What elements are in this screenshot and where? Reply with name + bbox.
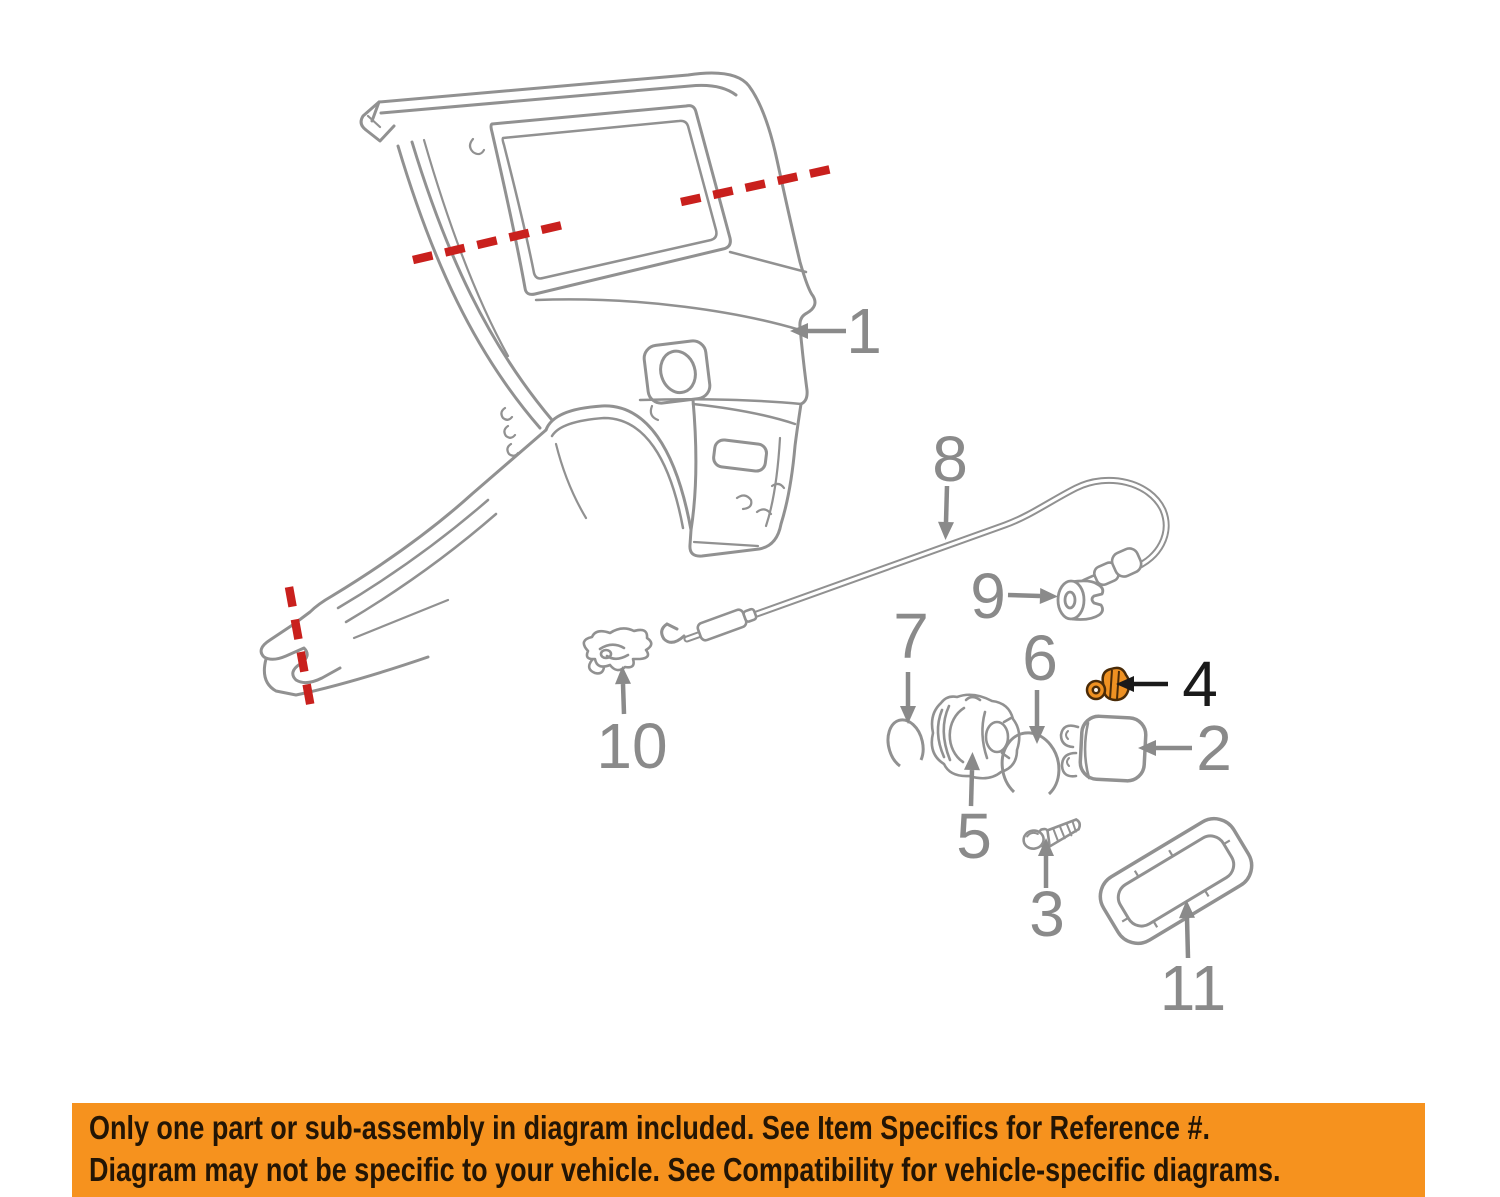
fuel-door-drain <box>649 404 660 422</box>
callout-arrowhead <box>1039 588 1058 604</box>
callout-arrow-shaft <box>1007 592 1041 599</box>
callout-label: 1 <box>846 295 882 367</box>
callout-4: 4 <box>1116 648 1218 720</box>
disclaimer-line-2: Diagram may not be specific to your vehi… <box>89 1151 1281 1189</box>
tail-clip-3 <box>770 482 786 490</box>
sill-line-2 <box>344 512 498 624</box>
cut-line <box>680 163 837 207</box>
pillar-hook-3 <box>506 442 520 457</box>
callout-arrow-shaft <box>620 683 627 715</box>
disclaimer-banner: Only one part or sub-assembly in diagram… <box>72 1103 1425 1197</box>
callout-2: 2 <box>1138 712 1232 784</box>
callout-arrowhead <box>790 323 808 339</box>
callout-arrowhead <box>1179 900 1195 919</box>
cut-lines <box>284 163 837 715</box>
sill-line-3 <box>352 598 450 640</box>
callout-arrowhead <box>1029 726 1045 744</box>
belt-crease-upper <box>728 250 808 274</box>
part-7-ring <box>886 718 925 768</box>
arch-flange-line <box>554 442 588 520</box>
panel-outline <box>370 71 817 558</box>
callout-arrowhead <box>938 521 954 540</box>
callout-5: 5 <box>956 752 992 872</box>
part-5-filler-neck-housing <box>930 693 1021 780</box>
pillar-hook-1 <box>500 406 514 421</box>
tail-pocket-inner-right <box>764 436 782 528</box>
fuel-door-cutout <box>642 339 712 405</box>
rocker-edge <box>259 428 548 685</box>
part-3-screw <box>1022 818 1082 850</box>
callout-10: 10 <box>596 666 668 782</box>
callout-7: 7 <box>893 600 929 724</box>
callout-label: 11 <box>1160 952 1226 1024</box>
callout-6: 6 <box>1022 622 1058 744</box>
callout-9: 9 <box>970 560 1058 632</box>
cable-sleeve <box>696 608 748 642</box>
callout-label: 4 <box>1182 648 1218 720</box>
callout-label: 5 <box>956 800 992 872</box>
callout-label: 7 <box>893 600 929 672</box>
part-10-bracket <box>582 627 653 675</box>
callout-1: 1 <box>790 295 882 367</box>
window-corner-hook <box>468 137 486 156</box>
pillar-hook-2 <box>503 424 517 439</box>
callout-label: 3 <box>1029 878 1065 950</box>
part-9-cable-clamp <box>1056 579 1105 621</box>
roof-inner-line <box>379 83 738 115</box>
callout-label: 6 <box>1022 622 1058 694</box>
tail-clip-1 <box>735 494 753 511</box>
window-frame <box>489 104 732 296</box>
disclaimer-line-1: Only one part or sub-assembly in diagram… <box>89 1109 1211 1147</box>
callout-11: 11 <box>1160 900 1226 1024</box>
part-2-fuel-door <box>1059 714 1148 783</box>
callout-arrowhead <box>900 706 916 724</box>
sill-line-1 <box>336 498 490 610</box>
cut-line <box>284 586 317 715</box>
pillar-line-2 <box>410 140 554 422</box>
callout-arrowhead <box>615 666 631 685</box>
belt-crease-main <box>534 298 802 332</box>
tail-pocket-slot <box>712 438 768 473</box>
tail-pocket-bottom <box>692 540 760 548</box>
callout-label: 2 <box>1196 712 1232 784</box>
pillar-line-1 <box>396 144 542 430</box>
callout-arrowhead <box>1116 676 1134 692</box>
roof-flange-tab <box>359 100 396 143</box>
callout-8: 8 <box>932 423 968 540</box>
part-11-vent-bezel <box>1098 816 1254 946</box>
callout-arrowhead <box>964 752 980 771</box>
pillar-line-3 <box>422 138 510 358</box>
wheel-arch <box>544 404 693 532</box>
cable-sleeve-step <box>742 607 758 623</box>
tail-pocket-edge <box>689 398 698 532</box>
part-8-release-cable <box>660 476 1170 644</box>
callout-arrow-shaft <box>1184 917 1191 959</box>
callout-label: 8 <box>932 423 968 495</box>
belt-crease-lower <box>638 397 803 406</box>
callouts: 1 2 3 4 5 6 7 89 10 11 <box>596 295 1231 1024</box>
cut-line <box>412 218 572 265</box>
callout-label: 10 <box>596 710 667 782</box>
callout-arrowhead <box>1038 838 1054 856</box>
callout-arrowhead <box>1138 740 1156 756</box>
quarter-panel-drawing <box>259 71 817 697</box>
window-glass-line <box>501 119 718 280</box>
part-6-gasket-ring <box>1000 731 1061 796</box>
rocker-bottom <box>262 655 430 697</box>
callout-label: 9 <box>970 560 1006 632</box>
callout-3: 3 <box>1029 838 1065 950</box>
flange-crease <box>366 114 382 129</box>
callout-arrow-shaft <box>943 485 950 523</box>
callout-arrow-shaft <box>968 769 975 807</box>
tail-pocket-top <box>691 402 797 426</box>
wheel-arch-inner <box>550 416 685 530</box>
